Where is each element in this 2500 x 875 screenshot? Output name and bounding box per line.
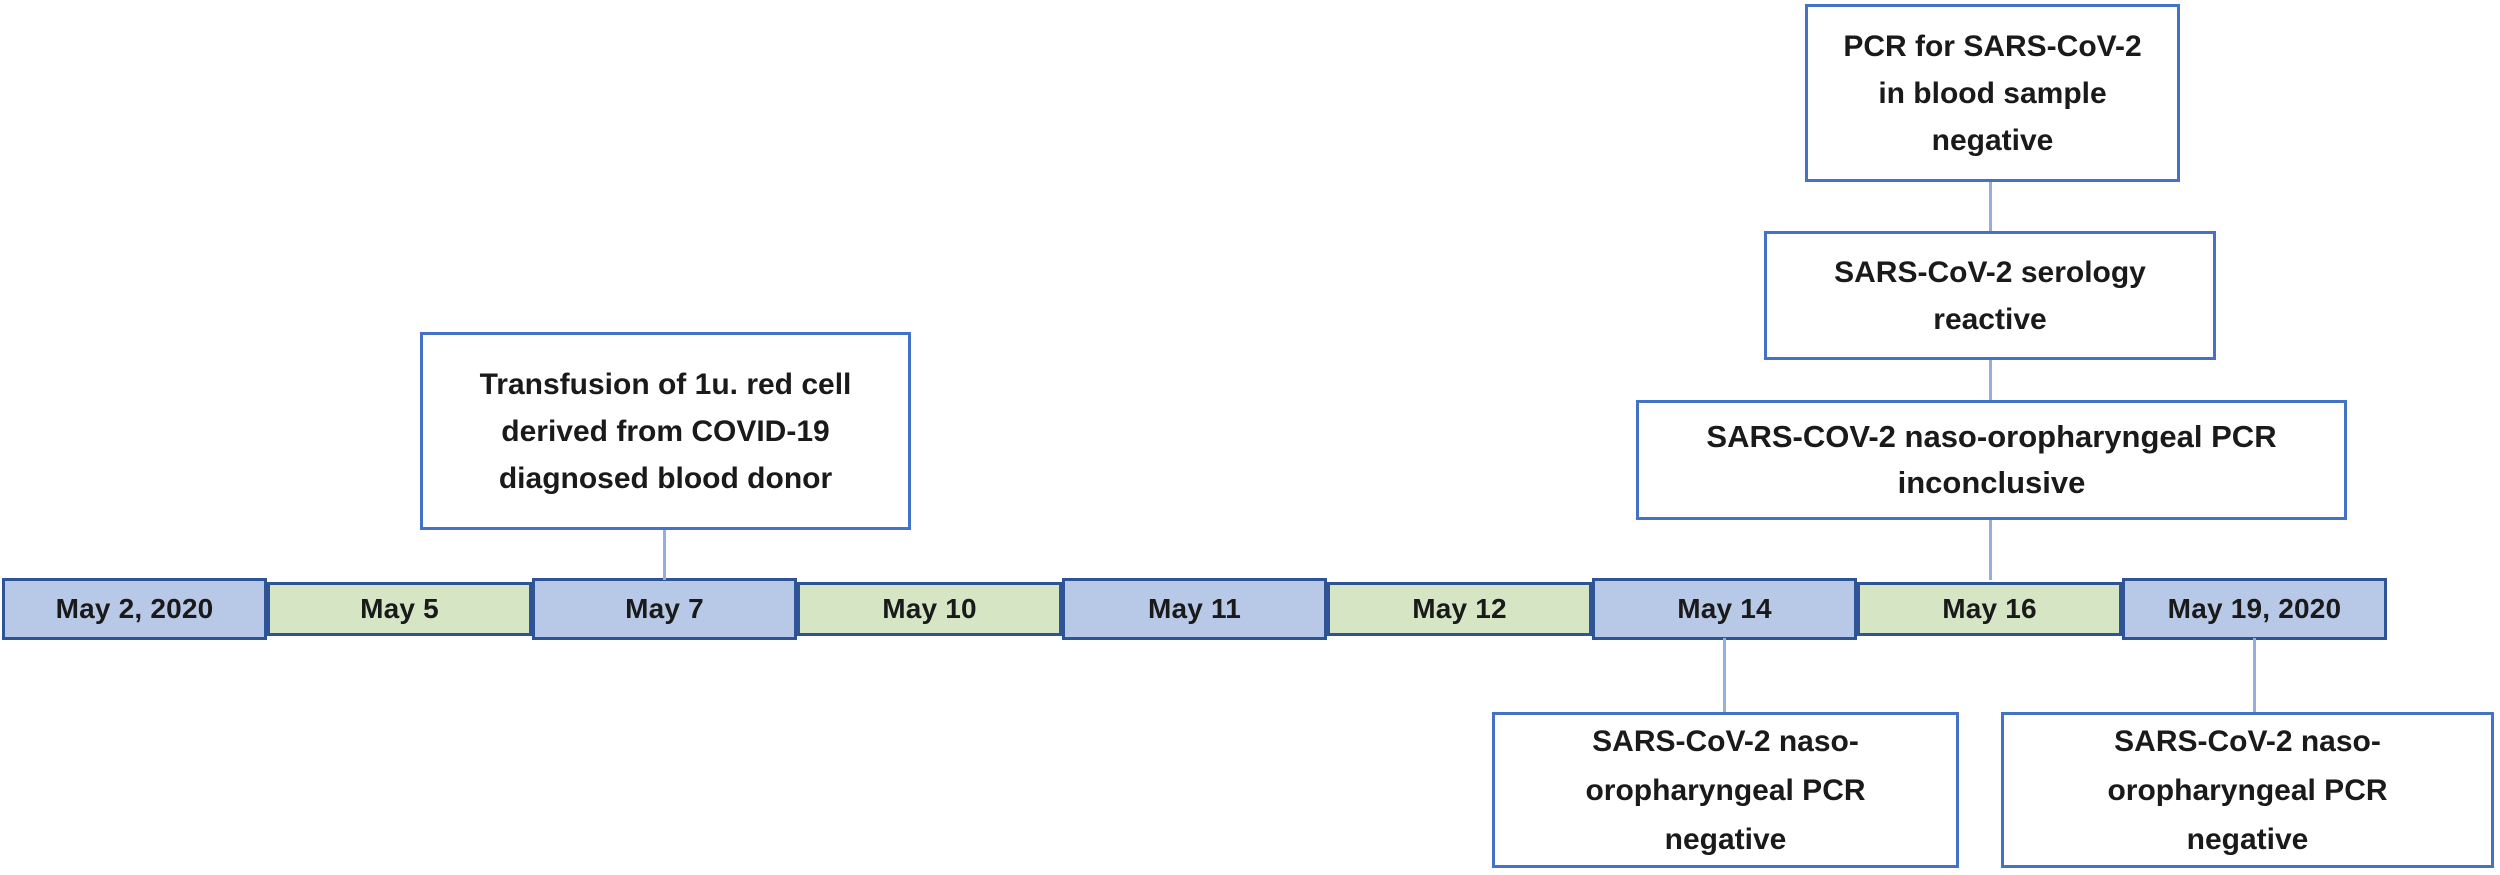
- connector-line-may14-to-negative-box: [1723, 638, 1726, 714]
- timeline-segment-may19: May 19, 2020: [2122, 578, 2387, 640]
- event-box-transfusion: Transfusion of 1u. red cell derived from…: [420, 332, 911, 530]
- event-box-naso-pcr-negative-may19: SARS-CoV-2 naso- oropharyngeal PCR negat…: [2001, 712, 2494, 868]
- timeline-segment-may5: May 5: [267, 582, 532, 636]
- event-box-serology-reactive-text: SARS-CoV-2 serology reactive: [1834, 255, 2146, 336]
- connector-line-inconclusive-to-may16: [1989, 518, 1992, 580]
- timeline-segment-may5-label: May 5: [360, 593, 439, 624]
- event-box-transfusion-text: Transfusion of 1u. red cell derived from…: [479, 367, 852, 495]
- timeline-segment-may16-label: May 16: [1942, 593, 2037, 624]
- event-box-naso-pcr-inconclusive: SARS-COV-2 naso-oropharyngeal PCR inconc…: [1636, 400, 2347, 520]
- event-box-pcr-blood-negative-text: PCR for SARS-CoV-2 in blood sample negat…: [1843, 29, 2142, 157]
- timeline-segment-may2: May 2, 2020: [2, 578, 267, 640]
- connector-line-pcrblood-to-serology: [1989, 180, 1992, 233]
- timeline-bar: May 2, 2020 May 5 May 7 May 10 May 11 Ma…: [2, 578, 2387, 640]
- event-box-naso-pcr-negative-may14: SARS-CoV-2 naso- oropharyngeal PCR negat…: [1492, 712, 1959, 868]
- connector-line-transfusion-to-may7: [663, 528, 666, 580]
- event-box-pcr-blood-negative: PCR for SARS-CoV-2 in blood sample negat…: [1805, 4, 2180, 182]
- timeline-segment-may14: May 14: [1592, 578, 1857, 640]
- event-box-naso-pcr-negative-may19-text: SARS-CoV-2 naso- oropharyngeal PCR negat…: [2107, 724, 2388, 856]
- event-box-serology-reactive: SARS-CoV-2 serology reactive: [1764, 231, 2216, 360]
- event-box-naso-pcr-negative-may14-text: SARS-CoV-2 naso- oropharyngeal PCR negat…: [1585, 724, 1866, 856]
- timeline-segment-may12: May 12: [1327, 582, 1592, 636]
- connector-line-serology-to-inconclusive: [1989, 358, 1992, 402]
- timeline-segment-may7-label: May 7: [625, 593, 704, 624]
- timeline-segment-may7: May 7: [532, 578, 797, 640]
- event-box-naso-pcr-inconclusive-text: SARS-COV-2 naso-oropharyngeal PCR inconc…: [1706, 419, 2277, 500]
- connector-line-may19-to-negative-box: [2253, 638, 2256, 714]
- timeline-segment-may11-label: May 11: [1147, 593, 1242, 624]
- timeline-segment-may12-label: May 12: [1412, 593, 1507, 624]
- timeline-segment-may2-label: May 2, 2020: [55, 593, 214, 624]
- timeline-segment-may10: May 10: [797, 582, 1062, 636]
- timeline-segment-may10-label: May 10: [882, 593, 977, 624]
- timeline-segment-may19-label: May 19, 2020: [2167, 593, 2342, 624]
- timeline-segment-may11: May 11: [1062, 578, 1327, 640]
- timeline-segment-may16: May 16: [1857, 582, 2122, 636]
- timeline-segment-may14-label: May 14: [1677, 593, 1772, 624]
